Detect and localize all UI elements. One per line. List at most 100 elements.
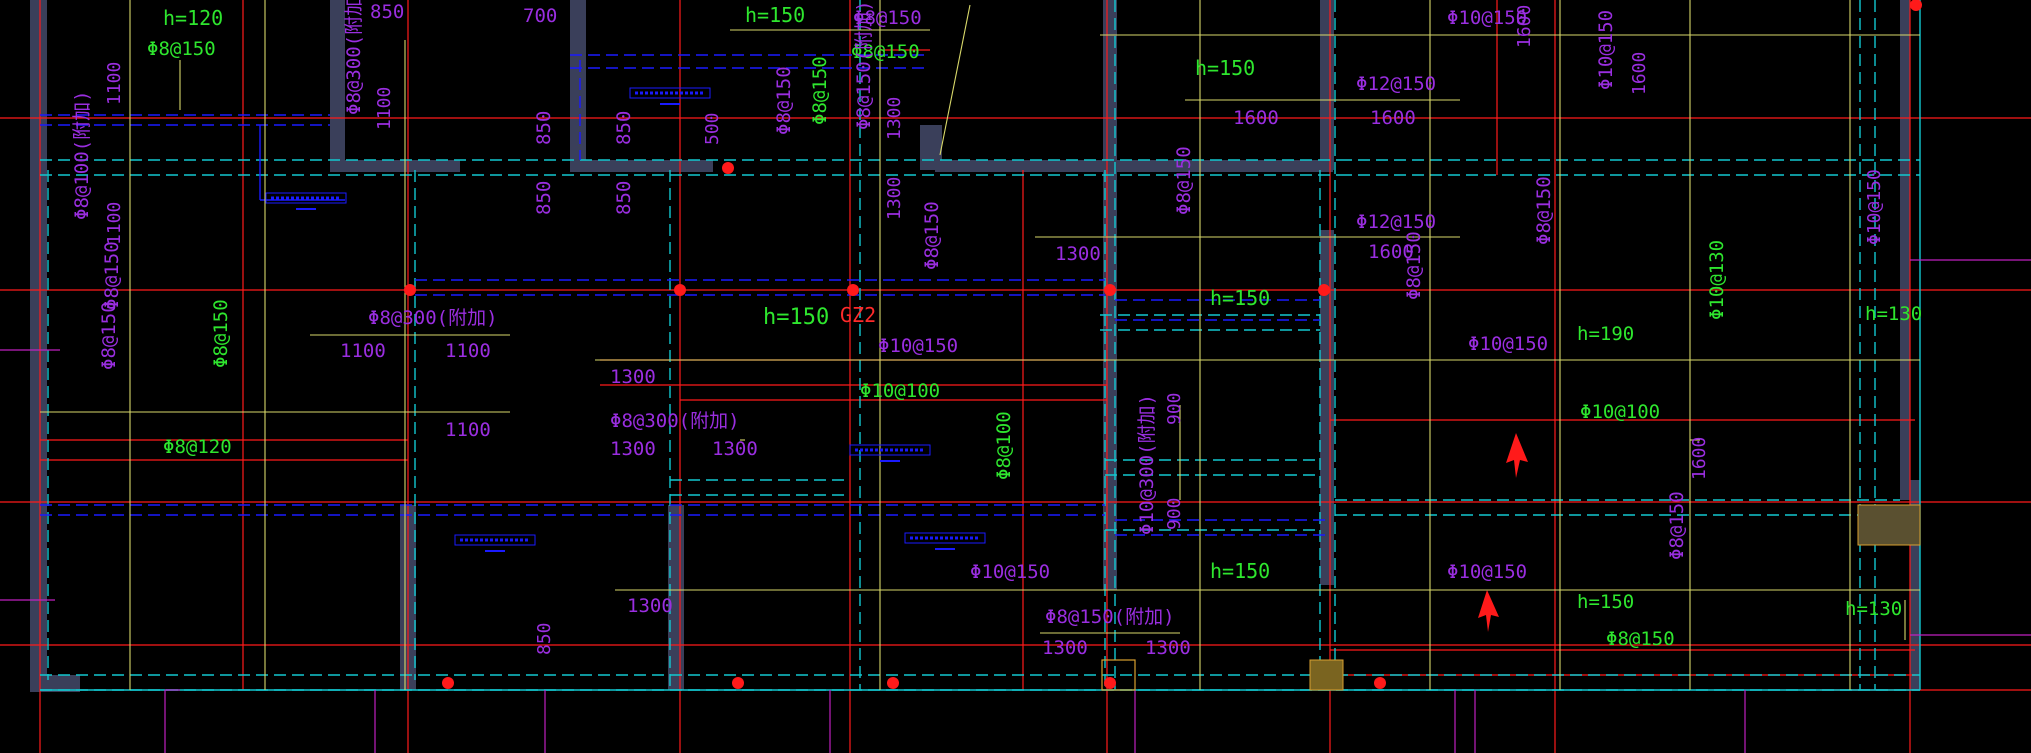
annotation-label: 1100 [104,62,125,105]
annotation-label: Φ10@150 [1595,10,1617,90]
annotation-label: 1300 [884,97,905,140]
wall-segment [935,160,1115,172]
note-block [849,444,931,462]
column-section-icon[interactable] [1101,659,1136,691]
annotation-label: Φ10@150 [1864,169,1885,245]
note-block [265,192,347,210]
wall-segment [1320,230,1334,585]
annotation-label: 850 [613,111,635,145]
annotation-label: Φ8@150 [147,38,216,60]
annotation-label: Φ8@150(附加) [853,0,875,130]
wall-segment [330,0,345,170]
annotation-label: 900 [1164,497,1185,530]
note-block [904,532,986,550]
wall-segment [1900,0,1910,500]
annotation-label: 900 [1164,392,1185,425]
annotation-label: h=120 [163,6,223,30]
annotation-label: GZ2 [840,303,876,327]
annotation-label: 1600 [1689,437,1710,480]
annotation-label: Φ8@100(附加) [71,90,93,220]
line [939,4,971,156]
wall-segment [1103,160,1333,172]
annotation-label: h=150 [1210,286,1270,310]
annotation-label: 1600 [1233,107,1279,129]
rebar-node-icon [674,284,686,296]
annotation-label: 850 [533,111,555,145]
rebar-lines [40,0,1920,690]
red-pointer-arrow-icon[interactable] [1478,590,1499,632]
annotation-label: Φ8@150 [853,7,922,29]
annotation-label: h=130 [1845,598,1902,620]
annotation-label: 1300 [1042,637,1088,659]
annotation-label: Φ8@300(附加) [368,307,498,329]
annotation-label: Φ12@150 [1356,211,1436,233]
annotation-label: 1300 [884,177,905,220]
column-section-icon[interactable] [1309,659,1344,691]
annotation-label: Φ8@150 [210,299,232,368]
note-block [454,534,536,552]
annotation-label: Φ10@300(附加) [1136,394,1158,535]
rebar-node-icon [1910,0,1922,11]
annotation-label: Φ8@150 [98,301,120,370]
annotation-label: Φ8@300(附加) [610,410,740,432]
red-pointer-arrow-icon[interactable] [1506,433,1528,478]
annotation-label: Φ8@150 [1403,231,1425,300]
annotation-label: 850 [534,622,555,655]
annotation-label: 1600 [1370,107,1416,129]
annotation-label: 500 [702,112,723,145]
annotation-label: 1300 [712,438,758,460]
axis-ticks [0,259,2031,753]
annotation-label: h=190 [1577,323,1634,345]
wall-segment [570,0,586,172]
rebar-node-icon [722,162,734,174]
annotation-label: 1100 [340,340,386,362]
annotation-label: 1600 [1629,52,1650,95]
annotation-label: Φ10@150 [1468,333,1548,355]
annotation-label: Φ10@100 [1580,401,1660,423]
rebar-node-icon [887,677,899,689]
annotation-label: Φ8@150 [1533,176,1555,245]
annotation-label: Φ10@130 [1706,240,1728,320]
note-block [629,87,711,105]
annotation-label: h=150 [1577,591,1634,613]
annotation-label: Φ8@150 [851,41,920,63]
walls [30,0,1920,692]
annotation-label: Φ8@150 [773,66,795,135]
annotation-label: h=150 [1210,559,1270,583]
annotation-label: h=150 [1195,56,1255,80]
annotation-label: 850 [533,181,555,215]
annotation-label: Φ10@100 [860,380,940,402]
annotation-label: Φ8@300(附加) [343,0,365,115]
rebar-node-icon [1374,677,1386,689]
annotation-label: h=130 [1865,303,1922,325]
annotation-label: 1300 [627,595,673,617]
annotation-label: Φ8@150 [1666,491,1688,560]
annotation-label: 1100 [445,340,491,362]
annotation-label: 1100 [374,87,395,130]
rebar-nodes [404,0,1922,689]
annotation-label: 850 [370,1,404,23]
annotation-label: h=150 [745,3,805,27]
annotation-label: 1300 [610,366,656,388]
annotation-label: Φ8@100 [993,411,1015,480]
column-section-icon[interactable] [1857,504,1921,546]
annotation-label: 1100 [104,202,125,245]
wall-segment [30,415,47,690]
annotation-label: 1300 [1055,243,1101,265]
annotation-label: h=150 [763,305,829,330]
annotation-label: Φ8@150(附加) [1045,606,1175,628]
annotation-label: Φ8@150 [101,241,123,310]
rebar-node-icon [404,284,416,296]
wall-segment [1910,480,1920,690]
rebar-node-icon [442,677,454,689]
wall-segment [1320,330,1334,350]
annotation-label: Φ8@150 [1606,628,1675,650]
beam-outline-lines [40,54,1330,536]
annotation-label: Φ10@150 [970,561,1050,583]
annotation-label: 1300 [610,438,656,460]
rebar-node-icon [1104,284,1116,296]
annotation-label: 850 [613,181,635,215]
